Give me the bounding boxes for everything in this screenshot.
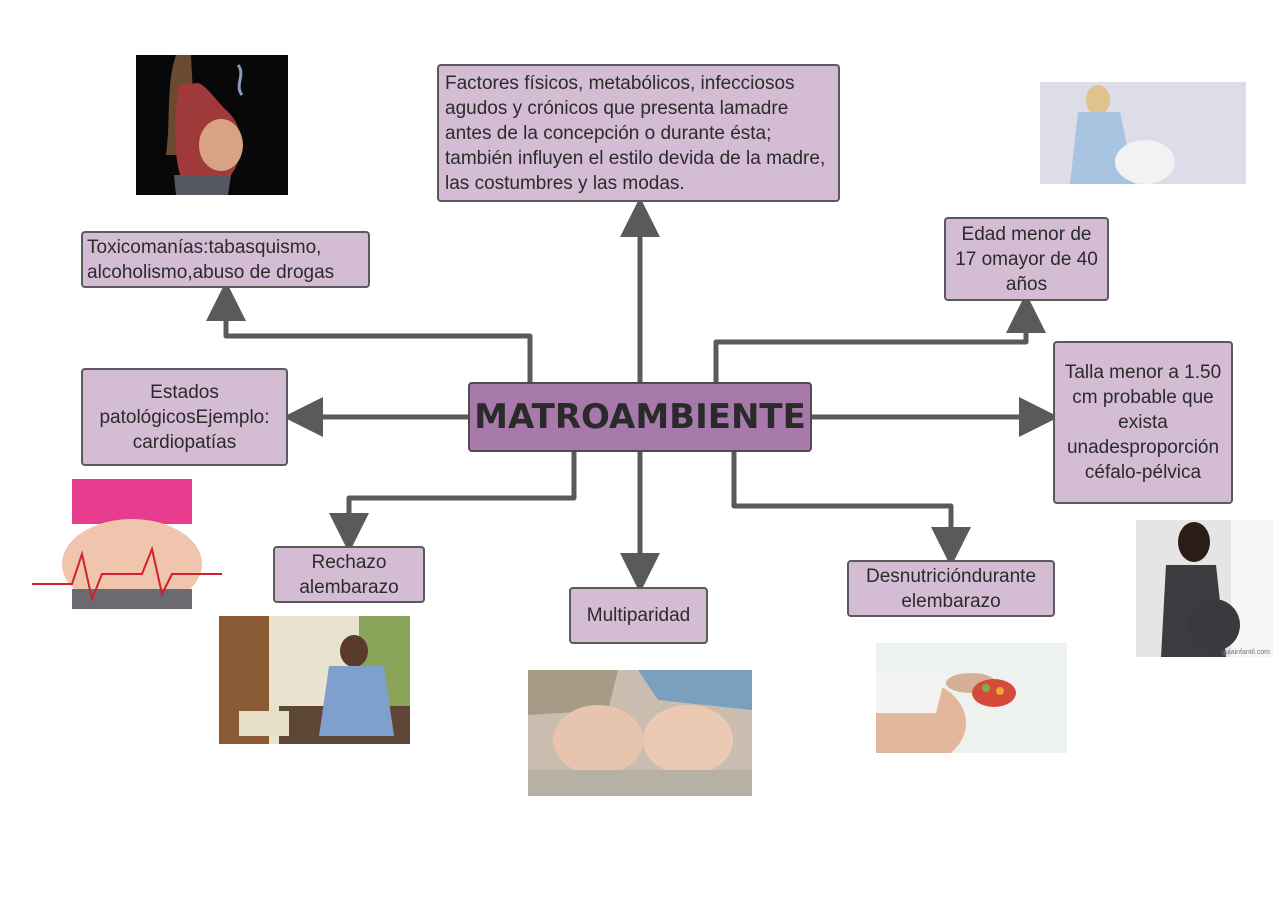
pregnant-woman-standing-photo [1040,82,1246,184]
photo-watermark: guiainfantil.com [1221,649,1270,656]
node-multiparidad[interactable]: Multiparidad [569,587,708,644]
node-edad[interactable]: Edad menor de 17 omayor de 40 años [944,217,1109,301]
node-desnutricion-text: Desnutricióndurante elembarazo [865,565,1037,612]
node-toxicomanias[interactable]: Toxicomanías:tabasquismo, alcoholismo,ab… [81,231,370,288]
pregnant-woman-profile-photo: guiainfantil.com [1136,520,1273,657]
pregnant-belly-heartbeat-photo [32,479,222,609]
node-multiparidad-text: Multiparidad [586,605,691,626]
node-estados-text: Estados patológicosEjemplo: cardiopatías [99,381,270,453]
node-rechazo[interactable]: Rechazo alembarazo [273,546,425,603]
node-edad-text: Edad menor de 17 omayor de 40 años [955,223,1098,295]
arrow-to-toxicomanias [206,281,533,385]
pregnant-belly-fruit-bowl-photo [876,643,1067,753]
pregnant-woman-smoking-photo [136,55,288,195]
node-estados[interactable]: Estados patológicosEjemplo: cardiopatías [81,368,288,466]
arrow-to-rechazo [329,449,577,553]
node-talla-text: Talla menor a 1.50 cm probable que exist… [1064,362,1222,483]
node-desnutricion[interactable]: Desnutricióndurante elembarazo [847,560,1055,617]
node-factores[interactable]: Factores físicos, metabólicos, infeccios… [437,64,840,202]
center-node[interactable]: MATROAMBIENTE [468,382,812,452]
node-toxicomanias-text: Toxicomanías:tabasquismo, alcoholismo,ab… [87,236,335,283]
arrow-to-edad [713,293,1046,385]
center-label: MATROAMBIENTE [474,396,806,437]
node-rechazo-text: Rechazo alembarazo [299,551,399,598]
node-talla[interactable]: Talla menor a 1.50 cm probable que exist… [1053,341,1233,504]
twin-babies-photo [528,670,752,796]
node-factores-text: Factores físicos, metabólicos, infeccios… [445,72,826,194]
pregnant-woman-worried-photo [219,616,410,744]
arrow-to-desnutricion [731,449,971,567]
